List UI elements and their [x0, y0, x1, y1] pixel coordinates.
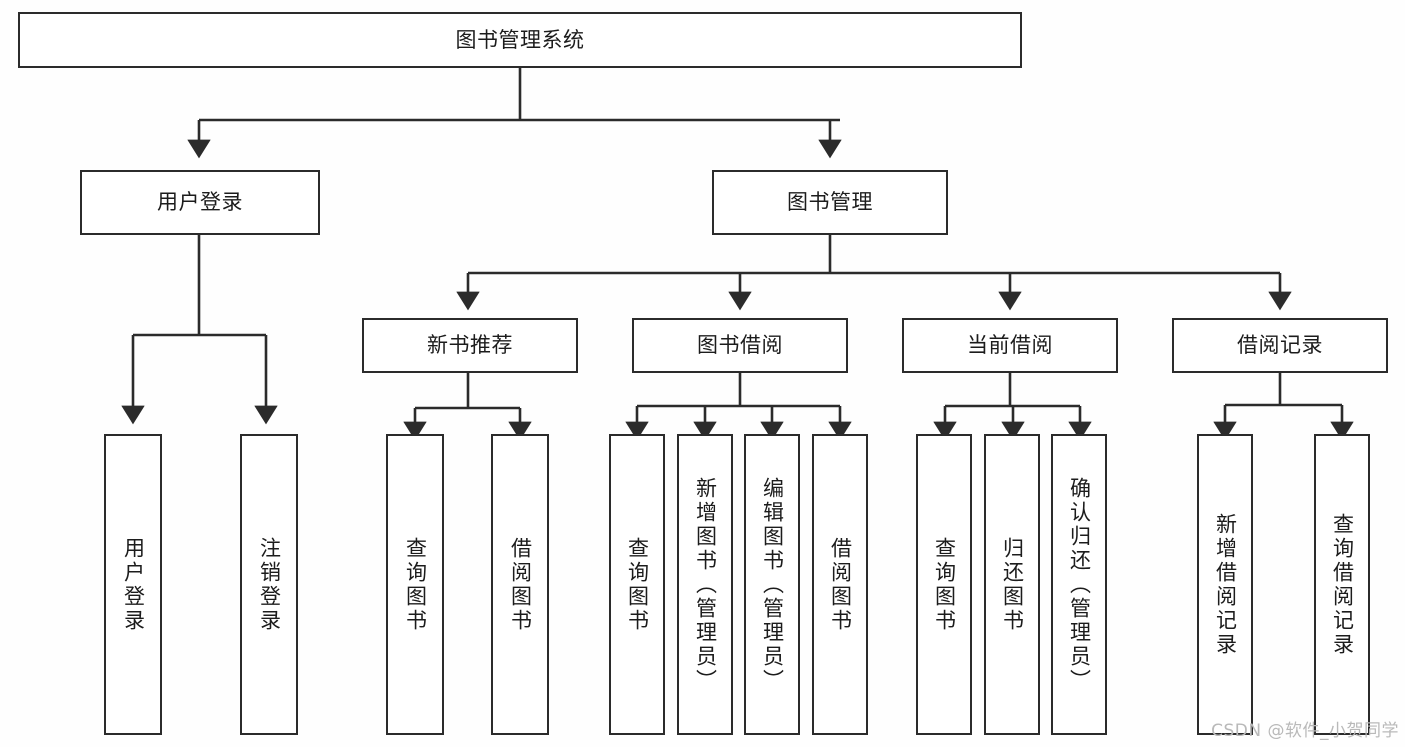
node-book-borrow[interactable]: 图书借阅 — [632, 318, 848, 373]
node-root[interactable]: 图书管理系统 — [18, 12, 1022, 68]
node-leaf-user-login-label: 用户登录 — [121, 536, 146, 633]
node-leaf-confirm-return[interactable]: 确认归还（管理员） — [1051, 434, 1107, 735]
node-leaf-borrow-book-2-label: 借阅图书 — [828, 536, 853, 633]
node-leaf-add-book-label: 新增图书（管理员） — [693, 476, 718, 693]
node-root-label: 图书管理系统 — [455, 27, 585, 52]
node-leaf-user-logout[interactable]: 注销登录 — [240, 434, 298, 735]
node-leaf-query-record-label: 查询借阅记录 — [1330, 512, 1355, 657]
node-leaf-edit-book[interactable]: 编辑图书（管理员） — [744, 434, 800, 735]
node-leaf-query-book-1[interactable]: 查询图书 — [386, 434, 444, 735]
node-leaf-return-book-label: 归还图书 — [1000, 536, 1025, 633]
node-leaf-query-record[interactable]: 查询借阅记录 — [1314, 434, 1370, 735]
node-book-borrow-label: 图书借阅 — [697, 333, 783, 358]
node-new-book-recommend[interactable]: 新书推荐 — [362, 318, 578, 373]
node-leaf-user-login[interactable]: 用户登录 — [104, 434, 162, 735]
node-current-borrow-label: 当前借阅 — [967, 333, 1053, 358]
node-borrow-record-label: 借阅记录 — [1237, 333, 1323, 358]
node-leaf-return-book[interactable]: 归还图书 — [984, 434, 1040, 735]
node-leaf-borrow-book-2[interactable]: 借阅图书 — [812, 434, 868, 735]
node-user-login[interactable]: 用户登录 — [80, 170, 320, 235]
node-leaf-add-book[interactable]: 新增图书（管理员） — [677, 434, 733, 735]
node-user-login-label: 用户登录 — [157, 190, 243, 215]
node-book-manage[interactable]: 图书管理 — [712, 170, 948, 235]
node-borrow-record[interactable]: 借阅记录 — [1172, 318, 1388, 373]
node-leaf-query-book-2[interactable]: 查询图书 — [609, 434, 665, 735]
node-book-manage-label: 图书管理 — [787, 190, 873, 215]
node-leaf-query-book-2-label: 查询图书 — [625, 536, 650, 633]
node-leaf-query-book-1-label: 查询图书 — [403, 536, 428, 633]
node-leaf-user-logout-label: 注销登录 — [257, 536, 282, 633]
node-leaf-query-book-3-label: 查询图书 — [932, 536, 957, 633]
node-new-book-recommend-label: 新书推荐 — [427, 333, 513, 358]
node-current-borrow[interactable]: 当前借阅 — [902, 318, 1118, 373]
node-leaf-add-record[interactable]: 新增借阅记录 — [1197, 434, 1253, 735]
node-leaf-query-book-3[interactable]: 查询图书 — [916, 434, 972, 735]
node-leaf-borrow-book-1-label: 借阅图书 — [508, 536, 533, 633]
node-leaf-confirm-return-label: 确认归还（管理员） — [1067, 476, 1092, 693]
node-leaf-add-record-label: 新增借阅记录 — [1213, 512, 1238, 657]
csdn-watermark: CSDN @软件_小贺同学 — [1211, 721, 1399, 741]
node-leaf-edit-book-label: 编辑图书（管理员） — [760, 476, 785, 693]
node-leaf-borrow-book-1[interactable]: 借阅图书 — [491, 434, 549, 735]
